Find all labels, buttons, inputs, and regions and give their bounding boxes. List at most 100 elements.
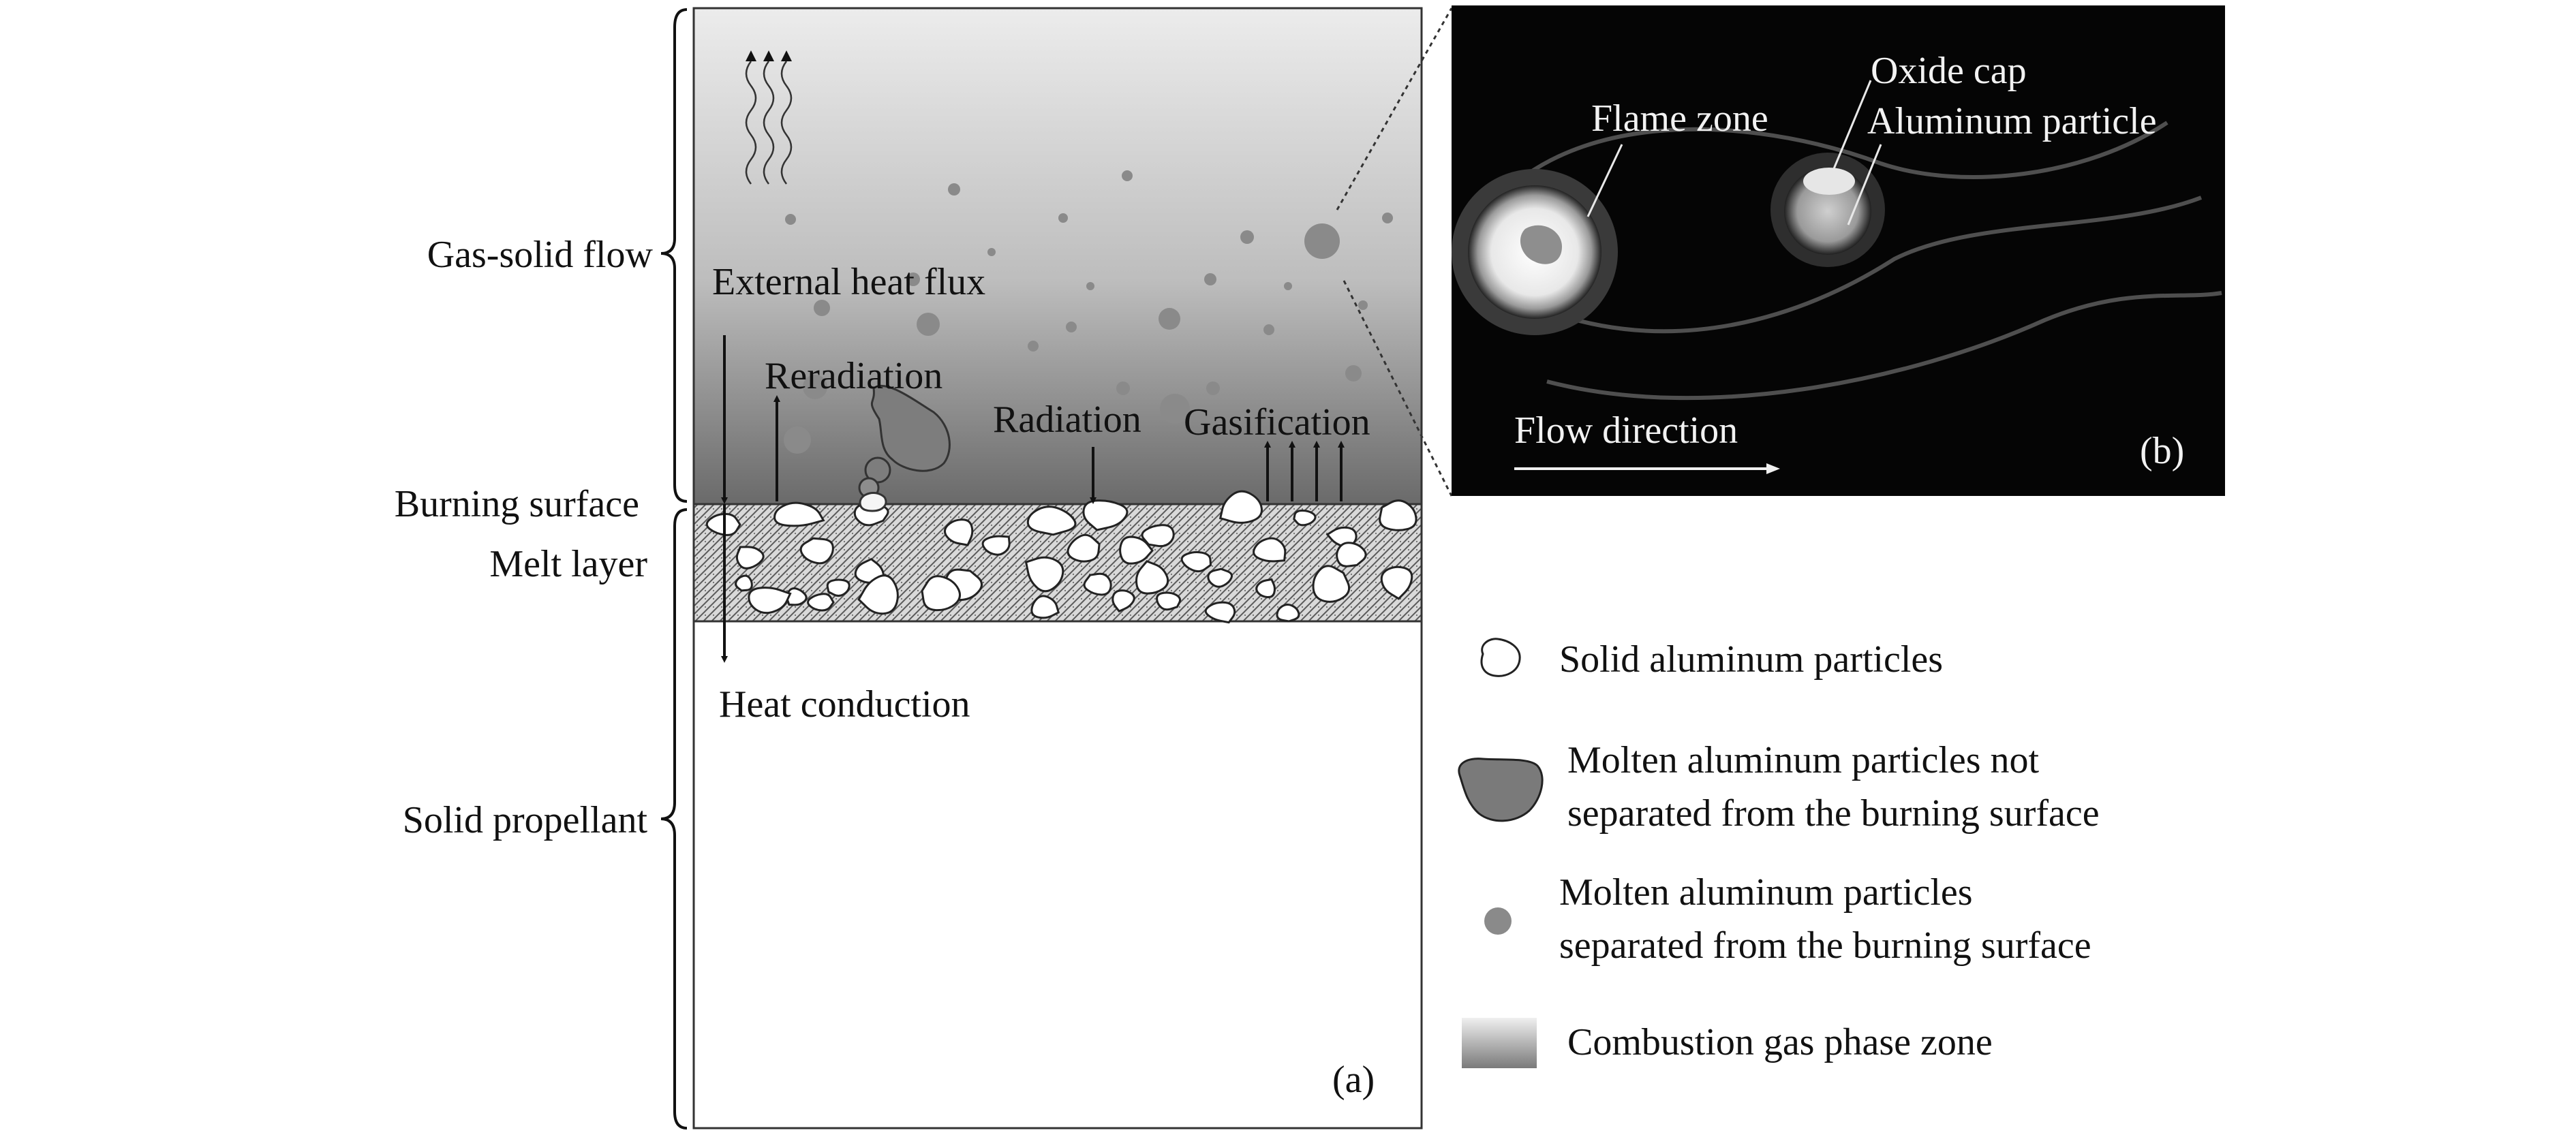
legend: Solid aluminum particles Molten aluminum… [1458, 638, 2100, 1068]
solid-aluminum-particle [1156, 591, 1182, 611]
gas-phase-particle [784, 426, 811, 454]
solid-aluminum-particle [1026, 505, 1077, 536]
legend-label-gas-phase: Combustion gas phase zone [1567, 1021, 1993, 1063]
gas-phase-particle [1160, 394, 1190, 424]
solid-aluminum-particle [1276, 604, 1300, 623]
heat-conduction-label: Heat conduction [719, 683, 970, 726]
gas-phase-particle [1240, 230, 1254, 244]
solid-aluminum-particle [735, 574, 753, 592]
solid-aluminum-particle [1253, 537, 1287, 563]
legend-gradient-swatch [1462, 1018, 1537, 1068]
solid-aluminum-particle [1255, 578, 1276, 599]
solid-aluminum-particle [1067, 533, 1101, 563]
solid-aluminum-particle [1119, 535, 1154, 565]
molten-aggregate [870, 384, 951, 472]
solid-aluminum-particle [1083, 572, 1112, 596]
solid-aluminum-particle [921, 575, 962, 612]
gas-phase-particle [1204, 273, 1216, 285]
solid-aluminum-particle [1207, 567, 1233, 588]
molten-droplet-on-surface [859, 492, 887, 512]
gas-phase-particle [814, 300, 830, 316]
legend-molten-blob-icon [1458, 758, 1544, 822]
solid-aluminum-particle [748, 587, 792, 614]
solid-aluminum-particle [735, 546, 765, 570]
gas-phase-particle [1058, 213, 1068, 223]
burning-surface-label: Burning surface [395, 483, 639, 525]
melt-layer-label: Melt layer [489, 543, 647, 585]
gas-solid-flow-label: Gas-solid flow [427, 234, 654, 276]
photo-leader-lines [1586, 80, 1882, 225]
gas-phase-particles [784, 170, 1393, 454]
aluminum-particle-label: Aluminum particle [1867, 100, 2157, 142]
legend-label-molten-not-separated-2: separated from the burning surface [1567, 792, 2100, 835]
gas-phase-particle [1116, 381, 1130, 395]
gas-phase-particle [987, 248, 996, 256]
wake-streaks [1497, 121, 2222, 401]
solid-aluminum-particle [1293, 509, 1317, 527]
gas-phase-particle [1206, 381, 1220, 395]
reradiation-label: Reradiation [765, 355, 942, 397]
panel-a: External heat flux Reradiation Radiation… [395, 7, 1423, 1130]
gas-phase-particle [1304, 223, 1340, 259]
gas-phase-particle [917, 313, 940, 336]
gas-phase-particle [803, 375, 827, 399]
legend-label-molten-separated-1: Molten aluminum particles [1559, 871, 1973, 914]
gas-phase-particle [1345, 365, 1362, 381]
panel-b-photo: Oxide cap Flame zone Aluminum particle F… [1452, 5, 2225, 496]
solid-aluminum-particle [1135, 560, 1169, 595]
zone-braces [660, 8, 688, 1130]
gas-phase-particle [1086, 282, 1094, 290]
solid-aluminum-particle [944, 518, 974, 546]
flow-direction-arrowhead [1766, 463, 1780, 474]
external-heat-flux-label: External heat flux [712, 261, 985, 303]
gas-phase-particle [1159, 308, 1180, 330]
solid-aluminum-particle [1204, 601, 1236, 624]
solid-aluminum-particle [1111, 589, 1135, 613]
gasification-label: Gasification [1184, 401, 1370, 443]
solid-aluminum-particle [1082, 499, 1129, 531]
zoom-lines [1336, 7, 1453, 497]
solid-aluminum-particle [857, 574, 899, 615]
panel-a-tag: (a) [1332, 1059, 1375, 1101]
gas-phase-particle [948, 183, 960, 196]
oxide-cap-label: Oxide cap [1871, 50, 2027, 92]
gas-phase-particle [1028, 341, 1039, 352]
gas-phase-particle [785, 214, 796, 225]
gas-phase-particle [1358, 300, 1368, 310]
melt-layer-particles [705, 490, 1417, 624]
solid-aluminum-particle [1141, 524, 1175, 548]
solid-aluminum-particle [1336, 542, 1367, 567]
wavy-arrow-heads [746, 50, 792, 61]
solid-aluminum-particle [981, 535, 1011, 556]
legend-label-molten-not-separated-1: Molten aluminum particles not [1567, 739, 2040, 781]
legend-label-solid: Solid aluminum particles [1559, 638, 1943, 681]
solid-aluminum-particle [1030, 595, 1060, 619]
radiation-label: Radiation [993, 399, 1141, 441]
solid-aluminum-particle [1024, 556, 1064, 593]
oxide-cap [1803, 168, 1855, 195]
solid-propellant-body [692, 620, 1423, 1130]
solid-aluminum-particle [807, 593, 835, 612]
solid-aluminum-particle [1312, 565, 1351, 603]
gas-phase-particle [906, 272, 920, 286]
solid-aluminum-particle [826, 578, 850, 597]
solid-aluminum-particle [1380, 565, 1413, 600]
gas-solid-flow-zone [694, 8, 1422, 504]
legend-gray-dot-icon [1484, 907, 1512, 935]
legend-label-molten-separated-2: separated from the burning surface [1559, 924, 2091, 967]
flame-zone-label: Flame zone [1591, 97, 1768, 140]
gas-phase-particle [1284, 282, 1292, 290]
solid-aluminum-particle [1180, 550, 1212, 573]
panel-b-tag: (b) [2140, 430, 2184, 472]
solid-aluminum-particle [773, 501, 825, 527]
flow-direction-label: Flow direction [1514, 409, 1738, 452]
legend-solid-particle-icon [1480, 638, 1521, 677]
heat-arrows [721, 335, 1345, 663]
solid-propellant-brace [660, 508, 688, 1130]
wavy-gas-arrows [745, 61, 793, 185]
gas-solid-flow-brace [660, 8, 688, 503]
solid-aluminum-particle [799, 537, 834, 565]
flame-dark-patch [1520, 225, 1562, 264]
gas-phase-particle [1066, 322, 1077, 332]
